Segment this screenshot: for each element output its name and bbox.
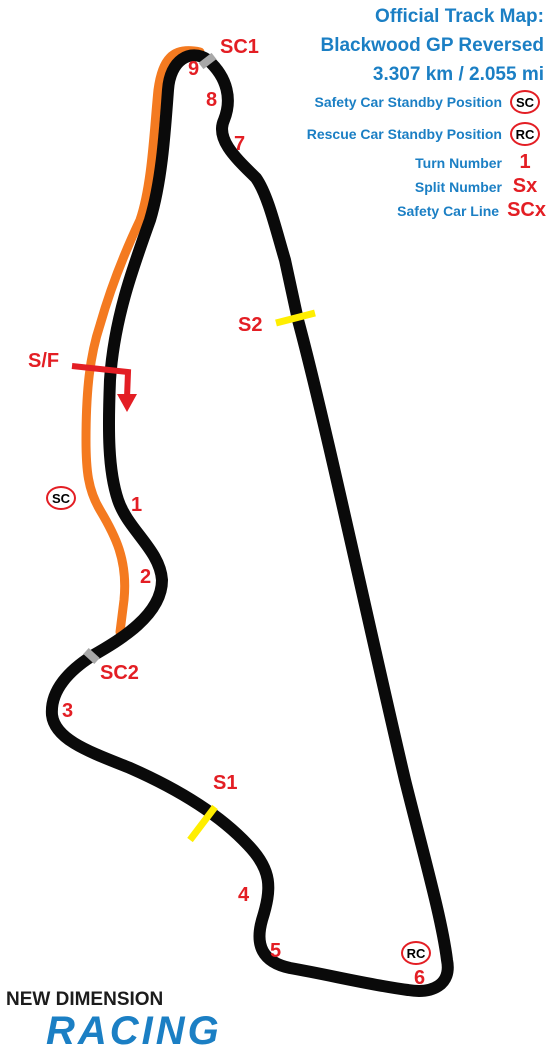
title-line-1: Official Track Map: [375, 6, 544, 27]
turn-label-6: 6 [414, 967, 426, 989]
sc-line-label-sc1: SC1 [220, 36, 259, 58]
legend-label: Rescue Car Standby Position [306, 126, 502, 142]
turn-label-1: 1 [131, 494, 143, 516]
safety-car-badge-icon: SC [510, 90, 540, 114]
legend-turn-number: Turn Number 1 [415, 151, 540, 174]
legend-label: Turn Number [415, 154, 502, 171]
safety-car-marker-icon: SC [46, 486, 76, 510]
new-dimension-racing-logo: NEW DIMENSION RACING [6, 990, 266, 1053]
title-line-2: Blackwood GP Reversed [320, 35, 544, 56]
turn-label-5: 5 [270, 940, 282, 962]
title-line-3: 3.307 km / 2.055 mi [372, 64, 544, 85]
turn-label-8: 8 [206, 89, 218, 111]
turn-label-3: 3 [62, 700, 74, 722]
turn-label-9: 9 [188, 58, 200, 80]
sc-line-sc1 [198, 52, 217, 70]
logo-top-text: NEW DIMENSION [6, 990, 266, 1010]
split-label-s1: S1 [213, 772, 238, 794]
logo-word-new: NEW [6, 989, 51, 1010]
main-track [45, 49, 454, 997]
logo-bottom-text: RACING [46, 1009, 222, 1053]
split-line-s1 [187, 804, 218, 843]
start-finish-label: S/F [28, 350, 60, 372]
split-number-glyph: Sx [512, 175, 538, 197]
legend-rescue-car: Rescue Car Standby Position RC [307, 122, 540, 146]
legend-split-number: Split Number Sx [415, 175, 540, 198]
map-title: Official Track Map: Blackwood GP Reverse… [320, 2, 544, 89]
sc-line-label-sc2: SC2 [100, 662, 139, 684]
legend-label: Split Number [414, 178, 502, 195]
turn-number-glyph: 1 [519, 151, 531, 173]
start-finish-arrowhead [117, 394, 137, 412]
legend-label: Safety Car Standby Position [314, 94, 502, 110]
turn-label-2: 2 [140, 566, 152, 588]
logo-word-dimension: DIMENSION [55, 989, 164, 1010]
turn-label-7: 7 [234, 133, 246, 155]
rescue-car-badge-icon: RC [510, 122, 540, 146]
legend-safety-car-line: Safety Car Line SCx [397, 199, 546, 222]
sc-line-sc2 [83, 648, 100, 664]
split-line-s2 [275, 309, 316, 327]
start-finish-arrow [71, 363, 132, 399]
legend-safety-car: Safety Car Standby Position SC [315, 90, 540, 114]
safety-car-line-glyph: SCx [507, 199, 546, 221]
split-label-s2: S2 [238, 314, 263, 336]
turn-label-4: 4 [238, 884, 250, 906]
legend-label: Safety Car Line [397, 202, 500, 219]
pit-lane [81, 46, 205, 637]
rescue-car-marker-icon: RC [401, 941, 431, 965]
